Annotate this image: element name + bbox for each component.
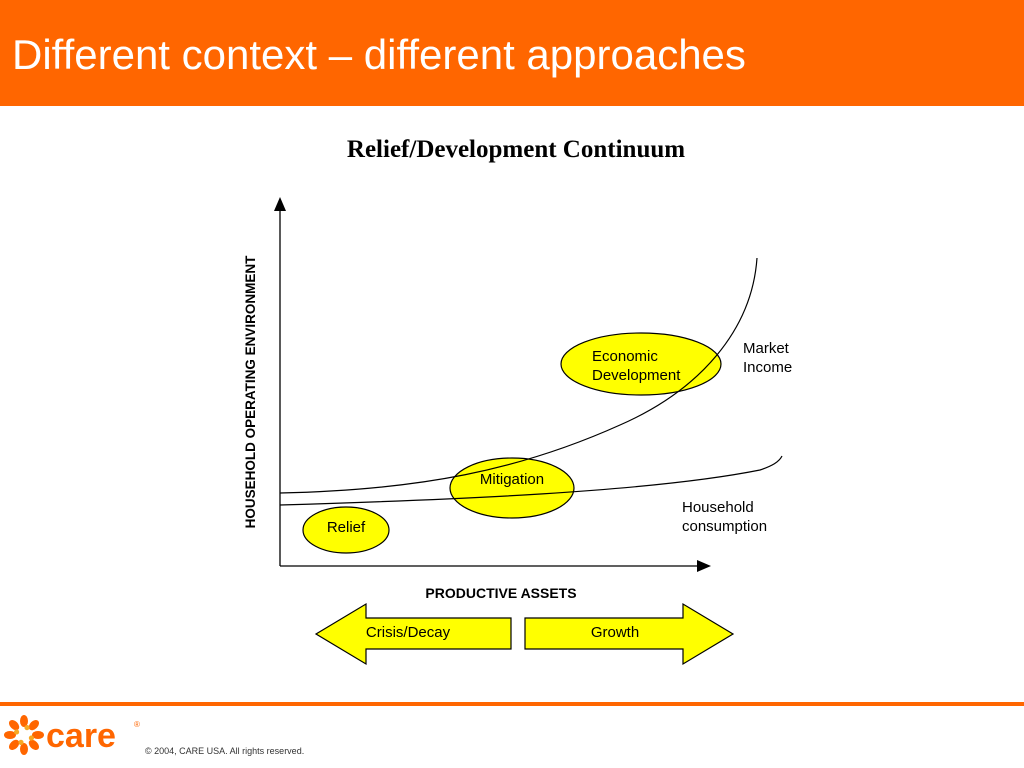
x-axis-arrowhead — [697, 560, 711, 572]
economic-development-label: Economic Development — [592, 348, 681, 384]
title-bar: Different context – different approaches — [0, 0, 1024, 106]
mitigation-label: Mitigation — [480, 471, 544, 488]
axes — [279, 208, 700, 567]
market-income-label: Market Income — [743, 340, 793, 376]
mitigation-ellipse — [449, 457, 575, 519]
relief-ellipse — [302, 506, 390, 554]
relief-label: Relief — [327, 519, 366, 536]
y-axis-label: HOUSEHOLD OPERATING ENVIRONMENT — [243, 255, 258, 529]
market-income-curve — [279, 257, 758, 494]
market-income-label-line-1: Market — [743, 340, 790, 357]
care-logo: care ® — [4, 715, 140, 755]
care-wordmark: care — [46, 717, 116, 755]
relief-development-diagram: Relief/Development Continuum HOUSEHOLD O… — [243, 136, 793, 666]
slide-title: Different context – different approaches — [12, 31, 746, 78]
economic-development-ellipse — [560, 332, 722, 396]
household-consumption-curve — [279, 455, 783, 506]
economic-development-label-line-1: Economic — [592, 348, 658, 365]
diagram-title: Relief/Development Continuum — [347, 136, 685, 163]
household-consumption-label: Household consumption — [682, 499, 767, 535]
household-consumption-label-line-1: Household — [682, 499, 754, 516]
crisis-decay-arrow — [314, 602, 512, 666]
copyright-text: © 2004, CARE USA. All rights reserved. — [145, 746, 305, 756]
y-axis-arrowhead — [274, 197, 286, 211]
growth-arrow — [524, 602, 735, 666]
growth-label: Growth — [591, 624, 639, 641]
footer-divider — [0, 702, 1024, 706]
trademark-mark: ® — [134, 720, 140, 729]
x-axis-label: PRODUCTIVE ASSETS — [425, 585, 576, 601]
household-consumption-label-line-2: consumption — [682, 518, 767, 535]
care-sunburst-icon — [4, 715, 44, 755]
economic-development-label-line-2: Development — [592, 367, 681, 384]
crisis-decay-label: Crisis/Decay — [366, 624, 451, 641]
market-income-label-line-2: Income — [743, 359, 792, 376]
